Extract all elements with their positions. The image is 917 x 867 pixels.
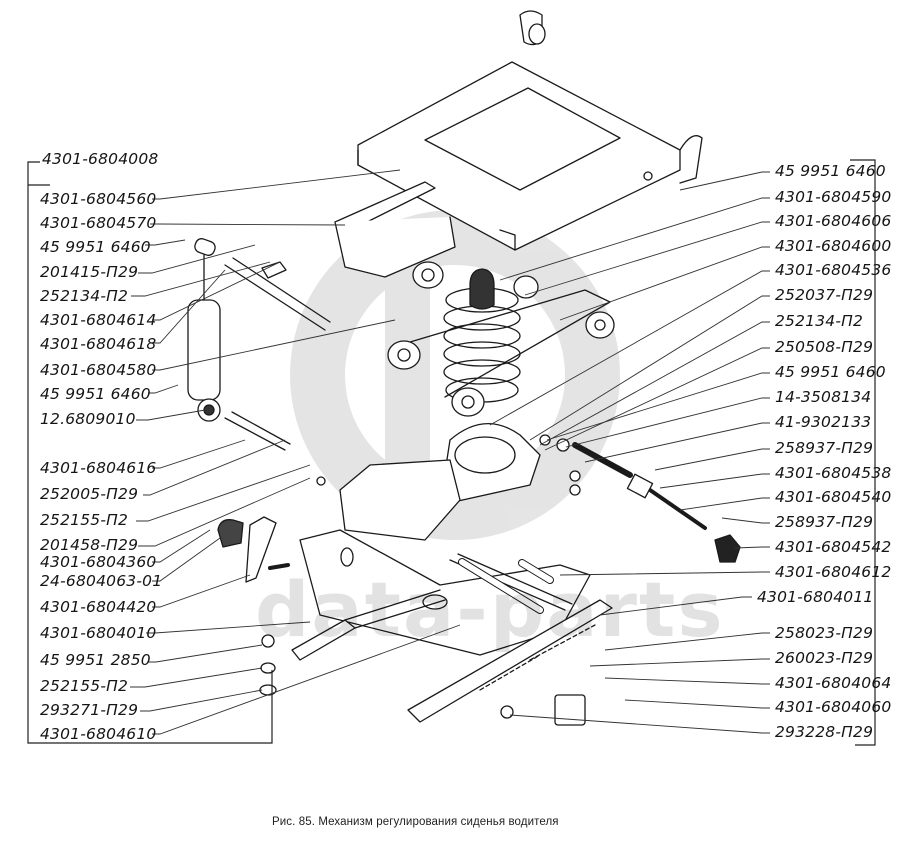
- part-label: 4301-6804060: [775, 698, 892, 716]
- lever-parts: [217, 476, 326, 583]
- part-label: 45 9951 2850: [40, 651, 151, 669]
- part-label: 14-3508134: [775, 388, 872, 406]
- label-brackets: [27, 159, 876, 746]
- part-label: 252155-П2: [40, 511, 129, 529]
- part-label: 252134-П2: [40, 287, 129, 305]
- part-label: 293228-П29: [775, 723, 874, 741]
- pins: [458, 558, 554, 614]
- part-label: 4301-6804590: [775, 188, 892, 206]
- leader-lines-left: [130, 169, 461, 735]
- seat-rails: [259, 589, 613, 726]
- part-label: 252005-П29: [40, 485, 139, 503]
- part-label: 4301-6804618: [40, 335, 157, 353]
- part-label: 24-6804063-01: [40, 572, 163, 590]
- part-label: 4301-6804580: [40, 361, 157, 379]
- part-label: 258937-П29: [775, 439, 874, 457]
- part-label: 12.6809010: [40, 410, 136, 428]
- assembly-label: 4301-6804008: [42, 150, 159, 168]
- upper-link: [334, 181, 456, 289]
- part-label: 4301-6804614: [40, 311, 157, 329]
- base-bracket: [299, 423, 591, 656]
- part-label: 4301-6804360: [40, 553, 157, 571]
- coil-spring: [443, 268, 521, 403]
- part-label: 4301-6804600: [775, 237, 892, 255]
- part-label: 4301-6804536: [775, 261, 892, 279]
- part-label: 4301-6804606: [775, 212, 892, 230]
- part-label: 4301-6804542: [775, 538, 892, 556]
- part-label: 4301-6804540: [775, 488, 892, 506]
- part-label: 45 9951 6460: [40, 238, 151, 256]
- part-label: 45 9951 6460: [775, 162, 886, 180]
- part-label: 4301-6804010: [40, 624, 157, 642]
- part-label: 4301-6804612: [775, 563, 892, 581]
- part-label: 201415-П29: [40, 263, 139, 281]
- part-label: 4301-6804011: [757, 588, 874, 606]
- part-label: 260023-П29: [775, 649, 874, 667]
- part-label: 293271-П29: [40, 701, 139, 719]
- part-label: 4301-6804064: [775, 674, 892, 692]
- part-label: 258023-П29: [775, 624, 874, 642]
- part-label: 252037-П29: [775, 286, 874, 304]
- part-label: 252155-П2: [40, 677, 129, 695]
- part-label: 201458-П29: [40, 536, 139, 554]
- part-label: 4301-6804610: [40, 725, 157, 743]
- part-label: 4301-6804420: [40, 598, 157, 616]
- leader-lines-right: [489, 171, 770, 734]
- part-label: 250508-П29: [775, 338, 874, 356]
- shock-absorber: [187, 238, 331, 451]
- adjusting-screw: [539, 434, 741, 563]
- part-label: 258937-П29: [775, 513, 874, 531]
- part-label: 4301-6804570: [40, 214, 157, 232]
- part-label: 4301-6804538: [775, 464, 892, 482]
- figure-caption: Рис. 85. Механизм регулирования сиденья …: [272, 816, 559, 828]
- part-label: 4301-6804616: [40, 459, 157, 477]
- seat-frame-plate: [357, 10, 703, 251]
- part-label: 4301-6804560: [40, 190, 157, 208]
- part-label: 45 9951 6460: [775, 363, 886, 381]
- part-label: 45 9951 6460: [40, 385, 151, 403]
- part-label: 252134-П2: [775, 312, 864, 330]
- part-label: 41-9302133: [775, 413, 872, 431]
